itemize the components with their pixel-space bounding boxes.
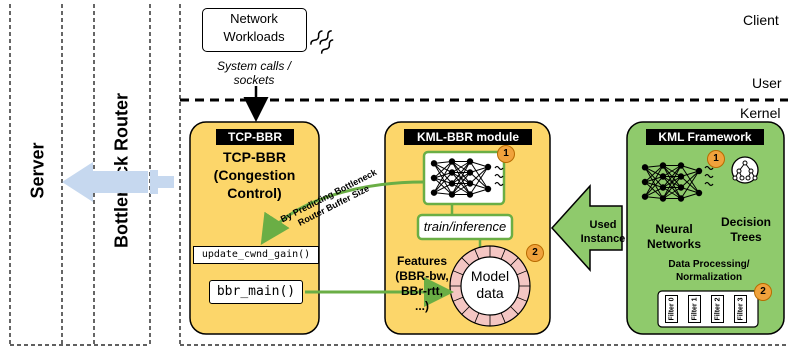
data-processing-label: Data Processing/ Normalization — [668, 259, 750, 283]
badge-data-processing: 2 — [754, 283, 772, 301]
nn-model-box — [422, 150, 506, 206]
filter-2: Filter 2 — [711, 295, 724, 323]
system-calls-label: System calls / sockets — [216, 59, 291, 87]
neural-network-icon — [641, 162, 703, 202]
prediction-arrow — [260, 180, 425, 246]
filter-0: Filter 0 — [665, 295, 678, 323]
kml-framework-title: KML Framework — [646, 129, 764, 145]
train-inference-box — [416, 213, 514, 241]
wave-icon — [310, 30, 334, 54]
used-instance-arrow — [550, 184, 623, 272]
badge-model-data: 2 — [526, 244, 544, 262]
features-label: Features (BBR-bw, BBr-rtt, ...) — [395, 254, 449, 313]
model-data-label: Model data — [470, 268, 510, 301]
decision-tree-icon — [731, 156, 759, 184]
tcp-bbr-title: TCP-BBR — [216, 129, 294, 145]
badge-nn-framework: 1 — [707, 150, 725, 168]
neural-networks-label: Neural Networks — [646, 222, 702, 251]
kernel-layer-label: Kernel — [740, 105, 781, 121]
flow-to-server-arrowhead — [62, 162, 93, 202]
badge-nn-kml-bbr: 1 — [497, 145, 515, 163]
filter-tray — [657, 290, 759, 328]
kml-bbr-title: KML-BBR module — [404, 129, 532, 145]
client-layer-label: Client — [743, 12, 779, 28]
flow-to-server-arrow — [150, 170, 174, 194]
train-inference-label: train/inference — [423, 219, 507, 234]
network-workloads-label: Network Workloads — [223, 11, 285, 44]
used-instance-label: Used Instance — [580, 219, 626, 245]
tcp-bbr-heading: TCP-BBR (Congestion Control) — [213, 149, 296, 201]
filter-1: Filter 1 — [688, 295, 701, 323]
network-workloads-box — [202, 8, 307, 52]
update-cwnd-gain-function: update_cwnd_gain() — [193, 246, 319, 264]
user-layer-label: User — [752, 75, 782, 91]
neural-network-icon — [430, 158, 492, 198]
bbr-main-function: bbr_main() — [209, 280, 303, 304]
decision-trees-label: Decision Trees — [720, 215, 771, 244]
filter-3: Filter 3 — [734, 295, 747, 323]
